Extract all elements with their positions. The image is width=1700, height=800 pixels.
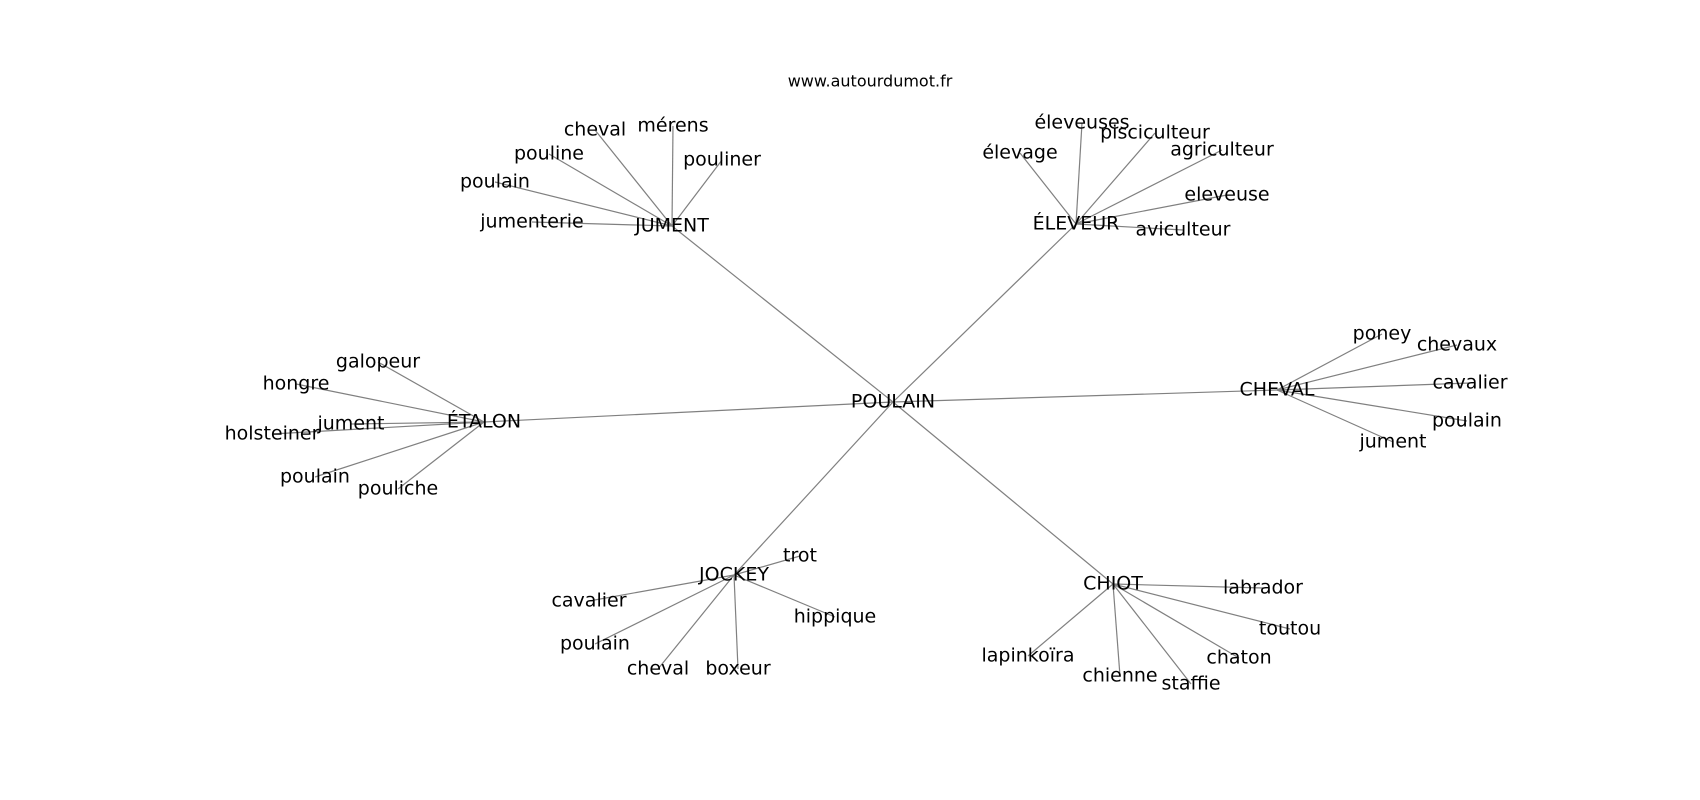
edge-hub-to-leaf xyxy=(733,555,801,576)
edge-center-to-hub xyxy=(892,389,1278,403)
leaf-word-label[interactable]: poulain xyxy=(280,466,350,488)
edge-hub-to-leaf xyxy=(733,574,739,670)
edge-hub-to-leaf xyxy=(1112,583,1121,677)
edge-hub-to-leaf xyxy=(671,159,723,227)
edge-hub-to-leaf xyxy=(657,574,735,670)
leaf-word-label[interactable]: jumenterie xyxy=(479,211,583,233)
edge-center-to-hub xyxy=(483,401,894,423)
edge-hub-to-leaf xyxy=(397,421,485,490)
edge-hub-to-leaf xyxy=(594,574,735,645)
hub-word-label[interactable]: ÉTALON xyxy=(447,410,521,433)
edge-hub-to-leaf xyxy=(1075,194,1228,225)
edges-layer xyxy=(271,122,1471,685)
edge-hub-to-leaf xyxy=(494,181,673,227)
leaf-word-label[interactable]: éleveuses xyxy=(1034,112,1129,134)
hub-word-label[interactable]: ÉLEVEUR xyxy=(1033,212,1120,235)
leaf-word-label[interactable]: hippique xyxy=(794,606,877,628)
edge-center-to-hub xyxy=(892,223,1077,403)
leaf-word-label[interactable]: poney xyxy=(1353,323,1412,345)
hub-word-label[interactable]: JOCKEY xyxy=(698,564,769,586)
edge-hub-to-leaf xyxy=(1276,333,1383,391)
leaf-word-label[interactable]: pisciculteur xyxy=(1100,122,1210,144)
edge-hub-to-leaf xyxy=(588,574,735,602)
hub-word-label[interactable]: JUMENT xyxy=(634,215,709,237)
edge-hub-to-leaf xyxy=(1075,149,1223,225)
leaf-word-label[interactable]: holsteiner xyxy=(225,423,320,445)
edge-hub-to-leaf xyxy=(271,421,485,435)
edge-hub-to-leaf xyxy=(1112,583,1240,659)
edge-hub-to-leaf xyxy=(1019,152,1077,225)
edge-hub-to-leaf xyxy=(1112,583,1192,685)
leaf-word-label[interactable]: lapinkoïra xyxy=(982,645,1075,667)
leaf-word-label[interactable]: labrador xyxy=(1223,577,1303,599)
leaf-word-label[interactable]: chaton xyxy=(1206,647,1271,669)
edge-hub-to-leaf xyxy=(1075,132,1156,225)
edge-center-to-hub xyxy=(733,401,894,576)
leaf-word-label[interactable]: jument xyxy=(316,413,384,435)
leaf-word-label[interactable]: staffie xyxy=(1161,673,1220,695)
edge-hub-to-leaf xyxy=(1112,583,1264,589)
leaf-word-label[interactable]: toutou xyxy=(1259,618,1321,640)
edge-hub-to-leaf xyxy=(1276,344,1458,391)
leaf-word-label[interactable]: poulain xyxy=(460,171,530,193)
edge-hub-to-leaf xyxy=(1027,583,1114,657)
leaf-word-label[interactable]: pouline xyxy=(514,143,584,165)
hub-word-label[interactable]: CHEVAL xyxy=(1240,379,1315,401)
leaf-word-label[interactable]: chienne xyxy=(1082,665,1157,687)
edge-hub-to-leaf xyxy=(1276,389,1468,422)
site-watermark: www.autourdumot.fr xyxy=(788,72,953,91)
edge-center-to-hub xyxy=(892,401,1114,585)
edge-hub-to-leaf xyxy=(671,125,674,227)
edge-hub-to-leaf xyxy=(377,361,485,423)
center-word-label[interactable]: POULAIN xyxy=(851,391,935,413)
leaf-word-label[interactable]: boxeur xyxy=(705,658,770,680)
leaf-word-label[interactable]: cheval xyxy=(627,658,689,680)
edge-hub-to-leaf xyxy=(350,421,485,425)
edge-hub-to-leaf xyxy=(733,574,836,618)
edge-hub-to-leaf xyxy=(1112,583,1291,630)
leaf-word-label[interactable]: élevage xyxy=(982,142,1057,164)
leaf-word-label[interactable]: trot xyxy=(783,545,817,567)
leaf-word-label[interactable]: pouliner xyxy=(683,149,761,171)
labels-layer: POULAIN JUMENT cheval mérens pouline pouliner… xyxy=(225,112,1508,695)
leaf-word-label[interactable]: cavalier xyxy=(551,590,626,612)
leaf-word-label[interactable]: pouliche xyxy=(358,478,438,500)
edge-hub-to-leaf xyxy=(295,383,485,423)
edge-hub-to-leaf xyxy=(531,221,673,227)
edge-hub-to-leaf xyxy=(1075,122,1083,225)
leaf-word-label[interactable]: aviculteur xyxy=(1136,219,1231,241)
leaf-word-label[interactable]: galopeur xyxy=(336,351,420,373)
leaf-word-label[interactable]: agriculteur xyxy=(1170,139,1274,161)
leaf-word-label[interactable]: eleveuse xyxy=(1184,184,1269,206)
leaf-word-label[interactable]: cavalier xyxy=(1432,372,1507,394)
edge-hub-to-leaf xyxy=(594,129,673,227)
edge-hub-to-leaf xyxy=(314,421,485,478)
leaf-word-label[interactable]: hongre xyxy=(263,373,330,395)
leaf-word-label[interactable]: poulain xyxy=(1432,410,1502,432)
edge-hub-to-leaf xyxy=(1276,389,1394,443)
edge-hub-to-leaf xyxy=(548,153,673,227)
leaf-word-label[interactable]: cheval xyxy=(564,119,626,141)
leaf-word-label[interactable]: mérens xyxy=(637,115,708,137)
edge-hub-to-leaf xyxy=(1075,223,1184,231)
leaf-word-label[interactable]: poulain xyxy=(560,633,630,655)
edge-hub-to-leaf xyxy=(1276,382,1471,391)
leaf-word-label[interactable]: chevaux xyxy=(1417,334,1497,356)
leaf-word-label[interactable]: jument xyxy=(1358,431,1426,453)
hub-word-label[interactable]: CHIOT xyxy=(1083,573,1143,595)
edge-center-to-hub xyxy=(671,225,894,403)
